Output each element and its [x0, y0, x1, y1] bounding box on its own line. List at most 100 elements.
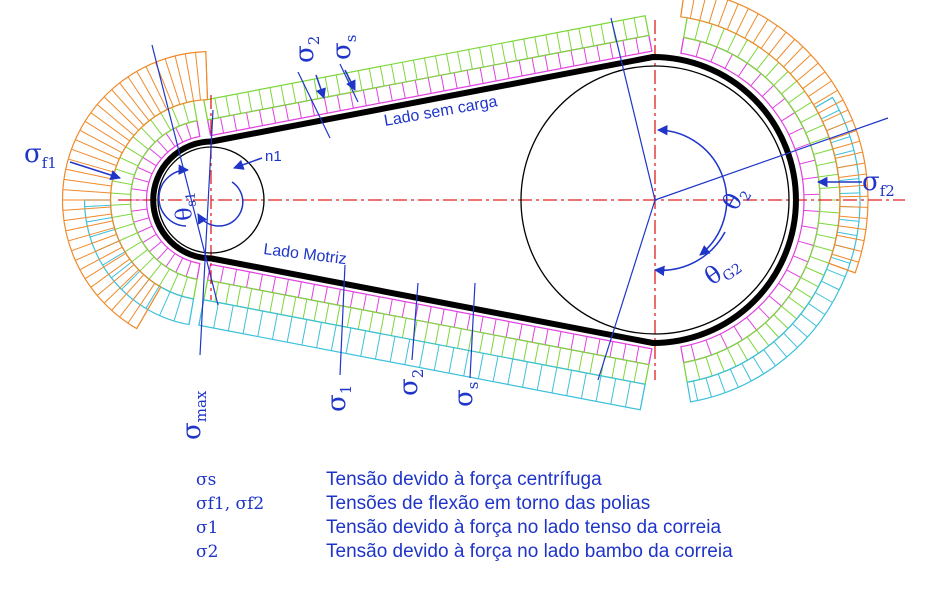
- band-centrifugal-top-tick: [596, 45, 601, 62]
- band-bending-pulley2-tick: [708, 0, 717, 24]
- band-slack-pulley2-tick: [705, 356, 713, 377]
- band-slack-pulley2-tick: [788, 296, 805, 310]
- band-centrifugal-pulley1-tick: [165, 132, 176, 147]
- band-bending-pulley2-tick: [783, 46, 804, 68]
- band-slack-pulley1-tick: [148, 263, 162, 280]
- band-centrifugal-top-tick: [233, 114, 238, 131]
- band-bending-pulley2-tick: [839, 184, 868, 188]
- band-slack-pulley2-tick: [737, 39, 748, 58]
- band-tight-bottom-tick: [404, 339, 411, 365]
- band-centrifugal-bottom-tick: [401, 301, 406, 318]
- band-centrifugal-pulley1-tick: [196, 120, 201, 137]
- band-slack-pulley2-tick: [794, 101, 813, 113]
- band-slack-pulley1-tick: [112, 180, 133, 186]
- band-bending-pulley1-tick: [145, 66, 168, 110]
- band-centrifugal-pulley1-tick: [156, 139, 169, 153]
- band-centrifugal-bottom-tick: [349, 291, 354, 308]
- band-slack-top-tick: [357, 70, 363, 91]
- band-tight-pulley2-tick: [741, 363, 752, 382]
- band-centrifugal-bottom-tick: [609, 341, 614, 358]
- band-bending-pulley2-tick: [717, 0, 729, 27]
- band-tight-bottom-tick: [463, 350, 470, 377]
- band-slack-pulley1-tick: [181, 276, 188, 297]
- band-slack-top-tick: [468, 49, 473, 70]
- band-centrifugal-pulley1-tick: [185, 261, 192, 277]
- band-slack-pulley2-tick: [794, 287, 813, 299]
- band-slack-top-tick: [225, 95, 231, 116]
- legend-text: Tensão devido à força centrífuga: [326, 469, 602, 490]
- band-bending-pulley2-tick: [752, 19, 769, 44]
- band-slack-top-tick: [534, 36, 540, 57]
- band-slack-bottom-tick: [545, 345, 551, 366]
- legend-text: Tensões de flexão em torno das polias: [326, 493, 651, 514]
- band-slack-bottom-tick: [423, 322, 429, 343]
- band-bending-pulley1-tick: [63, 213, 112, 222]
- band-slack-top-tick: [589, 26, 595, 47]
- band-tight-bottom-tick: [522, 361, 528, 388]
- band-slack-bottom-tick: [368, 311, 374, 332]
- band-slack-pulley2-tick: [805, 266, 825, 276]
- band-slack-bottom-tick: [644, 364, 650, 385]
- band-tight-bottom-tick: [316, 322, 322, 348]
- band-tight-pulley1-tick: [111, 261, 133, 279]
- band-slack-top-tick: [335, 74, 341, 95]
- band-tight-pulley2-tick: [717, 373, 726, 393]
- construction-lines: [151, 17, 889, 381]
- band-tight-pulley2: [686, 96, 861, 403]
- band-slack-pulley1-tick: [158, 268, 170, 287]
- band-bending-pulley1-tick: [136, 71, 162, 114]
- band-slack-bottom-tick: [578, 351, 584, 372]
- band-slack-pulley2-tick: [816, 161, 837, 167]
- band-tight-bottom-tick: [213, 302, 220, 329]
- band-centrifugal-top-tick: [207, 119, 212, 136]
- band-bending-pulley1-tick: [96, 264, 135, 296]
- band-slack-bottom-tick: [512, 339, 517, 359]
- band-slack-pulley1-tick: [124, 241, 143, 253]
- band-bending-pulley2-tick: [802, 71, 826, 90]
- band-slack-pulley2-tick: [813, 148, 833, 156]
- band-tight-bottom-tick: [389, 336, 396, 362]
- band-centrifugal-bottom-tick: [388, 299, 393, 315]
- band-centrifugal-pulley2-tick: [786, 269, 801, 278]
- band-centrifugal-pulley2-tick: [803, 193, 820, 196]
- band-centrifugal-bottom-tick: [336, 289, 341, 306]
- arc-theta-g2: [653, 231, 726, 277]
- band-slack-bottom-tick: [335, 305, 341, 326]
- band-slack-pulley2-tick: [716, 28, 725, 48]
- band-slack-bottom-tick: [379, 313, 385, 334]
- band-bending-pulley2-tick: [775, 38, 796, 61]
- band-centrifugal-pulley1-tick: [131, 188, 148, 192]
- band-slack-pulley1-tick: [193, 279, 198, 300]
- band-slack-top-tick: [401, 62, 407, 82]
- band-slack-bottom-tick: [589, 353, 595, 374]
- band-slack-pulley2-tick: [773, 314, 789, 329]
- band-slack-pulley2-tick: [781, 80, 798, 95]
- band-centrifugal-top-tick: [323, 97, 328, 114]
- band-centrifugal-bottom-tick: [220, 266, 225, 283]
- band-tight-bottom-tick: [374, 333, 381, 360]
- band-bending-pulley2-tick: [813, 89, 838, 106]
- band-centrifugal-pulley1-tick: [131, 208, 148, 212]
- band-centrifugal-bottom-tick: [427, 306, 432, 323]
- band-centrifugal-top-tick: [336, 94, 341, 111]
- band-centrifugal-pulley1-tick: [156, 247, 169, 261]
- band-centrifugal-bottom-tick: [323, 286, 328, 303]
- band-centrifugal-top-tick: [557, 52, 562, 69]
- band-slack-top-tick: [644, 15, 650, 36]
- theta-2-label: θ2: [717, 181, 756, 217]
- band-centrifugal-top-tick: [349, 92, 354, 109]
- band-bending-pulley2-tick: [838, 173, 867, 178]
- band-centrifugal-top-tick: [388, 85, 393, 101]
- band-tight-bottom-tick: [625, 381, 631, 408]
- band-slack-bottom-tick: [479, 332, 484, 353]
- legend-symbol: σf1, σf2: [196, 494, 265, 514]
- band-centrifugal-pulley1-tick: [133, 217, 150, 223]
- band-slack-pulley2-tick: [705, 23, 713, 44]
- band-tight-pulley1-tick: [89, 228, 116, 238]
- band-centrifugal-pulley2-tick: [733, 326, 743, 341]
- band-tight-pulley1-tick: [84, 204, 111, 208]
- band-centrifugal-bottom-tick: [466, 314, 471, 330]
- band-bending-pulley2-tick: [826, 119, 853, 132]
- band-slack-bottom-tick: [313, 301, 319, 321]
